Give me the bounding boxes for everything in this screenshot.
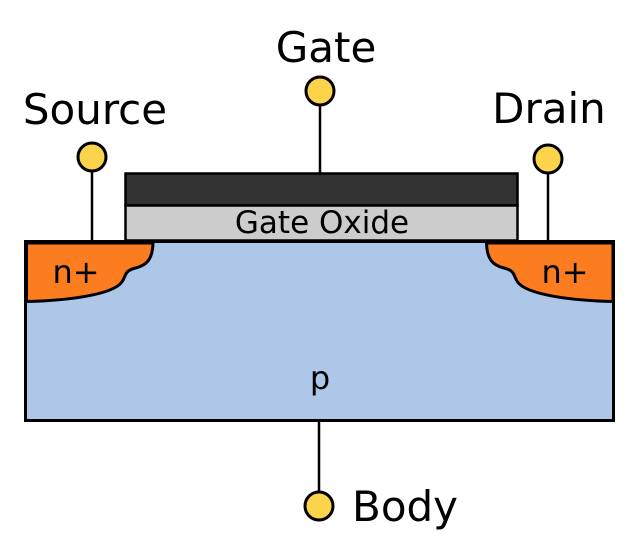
p-substrate-label: p [310,359,330,397]
drain-terminal-circle [532,143,564,175]
body-label: Body [352,482,458,531]
drain-label: Drain [492,84,606,133]
body-terminal-circle [303,490,335,522]
source-terminal-circle [76,141,108,173]
gate-label: Gate [276,23,377,72]
source-label: Source [23,85,167,134]
drain-n-plus-region [485,241,615,303]
gate-terminal-circle [304,75,336,107]
gate-oxide-layer [124,204,519,242]
drain-n-plus-label: n+ [541,253,588,291]
source-n-plus-label: n+ [52,253,99,291]
gate-electrode [124,172,519,207]
source-n-plus-region [25,241,155,303]
gate-oxide-label: Gate Oxide [235,205,409,241]
